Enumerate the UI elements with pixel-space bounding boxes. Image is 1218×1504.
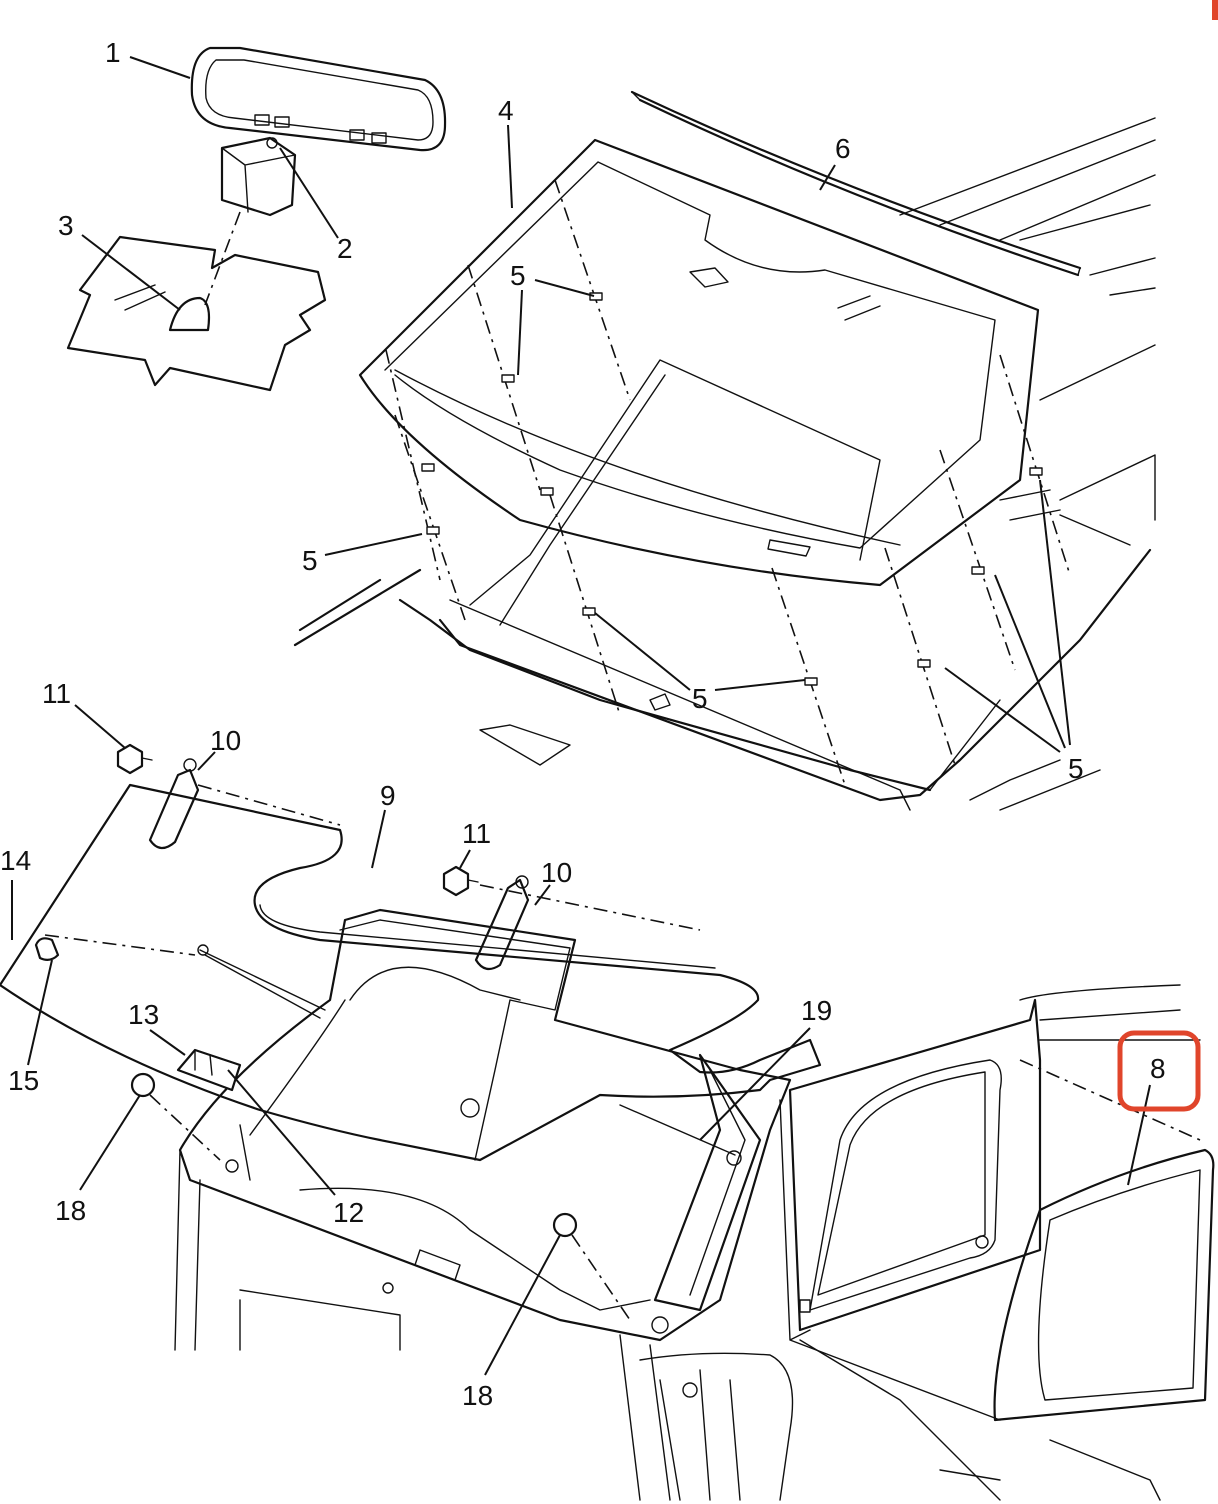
label-6: 6 (835, 133, 851, 164)
label-11-left: 11 (42, 678, 71, 709)
liftgate-body (174, 908, 792, 1501)
label-5-upper: 5 (510, 260, 526, 291)
label-10-left: 10 (210, 725, 241, 756)
plug-left (130, 1072, 221, 1161)
callout-labels: 1 2 3 4 5 5 5 5 6 9 10 10 11 11 12 13 14… (0, 37, 1201, 1411)
rearview-mirror (190, 46, 447, 152)
label-12: 12 (333, 1197, 364, 1228)
windshield-patch (66, 235, 327, 392)
clip-guides (385, 179, 1071, 786)
label-19: 19 (801, 995, 832, 1026)
label-5-center: 5 (692, 683, 708, 714)
label-14: 14 (0, 845, 31, 876)
liftgate-strut (619, 1053, 762, 1312)
label-5-left: 5 (302, 545, 318, 576)
washer-hose-left (44, 934, 326, 1019)
label-18-right: 18 (462, 1380, 493, 1411)
corner-mark (1212, 0, 1218, 20)
label-13: 13 (128, 999, 159, 1030)
stop-lamp (176, 1048, 242, 1092)
label-8: 8 (1150, 1053, 1166, 1084)
windshield (358, 138, 1040, 587)
nut-right (442, 865, 479, 897)
car-body-upper (293, 117, 1156, 811)
leader-lines (11, 56, 1151, 1376)
label-4: 4 (498, 95, 514, 126)
rear-window-glass (0, 783, 822, 1162)
label-1: 1 (105, 37, 121, 68)
plug-right (552, 1212, 631, 1321)
label-11-right: 11 (462, 818, 491, 849)
windshield-clips (421, 292, 1043, 686)
mirror-mount (204, 136, 297, 306)
wiper-arm-right (474, 875, 530, 971)
label-10-right: 10 (541, 857, 572, 888)
quarter-window-glass[interactable] (993, 1148, 1215, 1422)
label-3: 3 (58, 210, 74, 241)
label-15: 15 (8, 1065, 39, 1096)
guide-11b (479, 884, 701, 931)
nut-left (116, 743, 153, 775)
rear-body-lower-right (639, 1339, 1161, 1501)
wiper-arm-left (148, 758, 200, 850)
quarter-window-opening (779, 984, 1201, 1421)
label-5-right: 5 (1068, 753, 1084, 784)
label-8-highlight-box (1117, 1030, 1201, 1112)
guide-11a (197, 784, 341, 826)
clip-15 (34, 937, 60, 962)
label-9: 9 (380, 780, 396, 811)
roof-molding (630, 90, 1082, 277)
label-18-left: 18 (55, 1195, 86, 1226)
label-2: 2 (337, 233, 353, 264)
